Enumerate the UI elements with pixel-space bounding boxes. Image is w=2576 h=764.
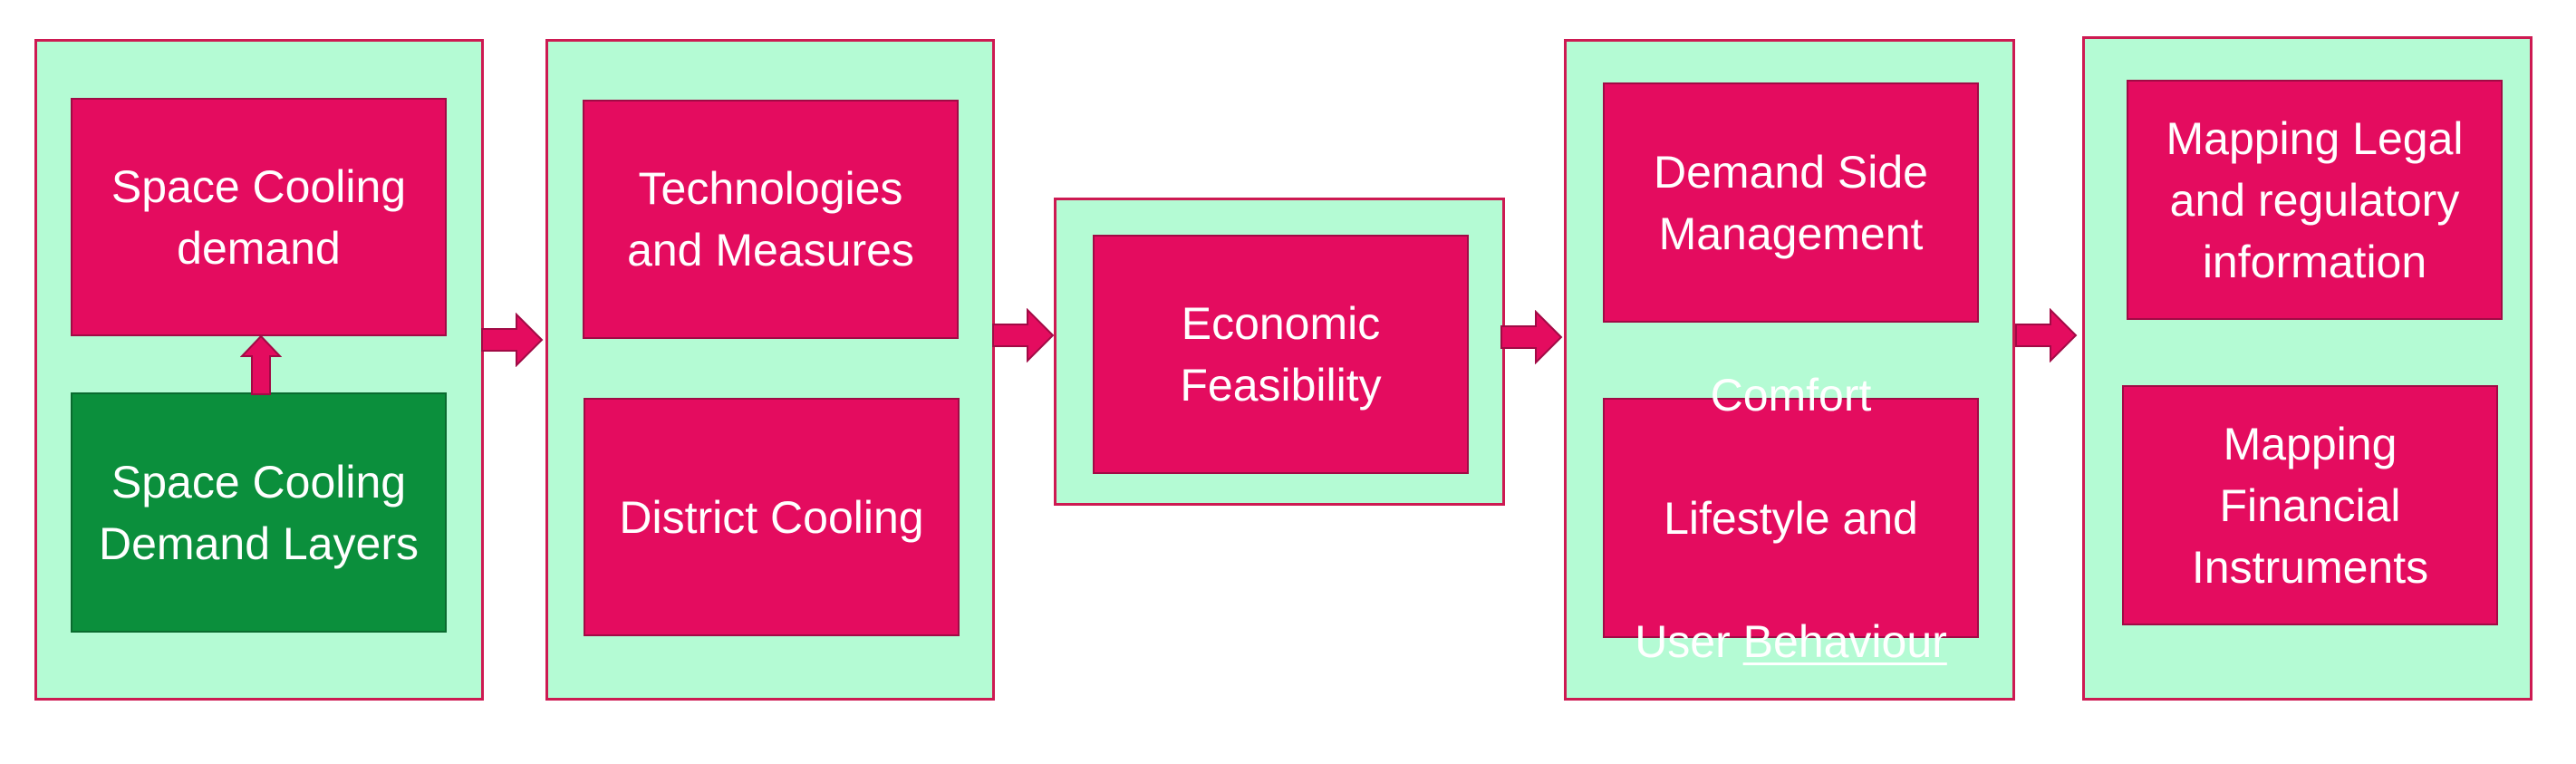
space-cooling-demand-box: Space Cooling demand <box>71 98 447 336</box>
demand-side-management-box: Demand Side Management <box>1603 82 1979 323</box>
comfort-lifestyle-user-behaviour-box: Comfort Lifestyle and User Behaviour <box>1603 370 1979 667</box>
arrow-2-to-3 <box>992 308 1055 363</box>
arrow-3-to-4 <box>1500 310 1563 364</box>
stage-4-panel: Demand Side Management Comfort Lifestyle… <box>1564 39 2015 701</box>
stage-3-panel: Economic Feasibility <box>1054 198 1505 506</box>
lifestyle-line: Lifestyle and <box>1664 492 1918 544</box>
stage-2-panel: Technologies and Measures District Cooli… <box>545 39 995 701</box>
stage-1-panel: Space Cooling demand Space Cooling Deman… <box>34 39 484 701</box>
comfort-lifestyle-text: Comfort Lifestyle and User Behaviour <box>1635 303 1947 734</box>
mapping-legal-regulatory-box: Mapping Legal and regulatory information <box>2127 80 2503 320</box>
comfort-line: Comfort <box>1710 369 1872 421</box>
up-arrow <box>240 334 282 395</box>
arrow-4-to-5 <box>2015 308 2078 363</box>
district-cooling-box: District Cooling <box>584 398 960 636</box>
technologies-and-measures-box: Technologies and Measures <box>583 100 959 339</box>
user-word: User <box>1635 615 1743 667</box>
stage-5-panel: Mapping Legal and regulatory information… <box>2082 36 2533 701</box>
economic-feasibility-box: Economic Feasibility <box>1093 235 1469 474</box>
user-behaviour-line: User Behaviour <box>1635 611 1947 672</box>
mapping-financial-instruments-box: Mapping Financial Instruments <box>2122 385 2498 625</box>
behaviour-word: Behaviour <box>1742 615 1947 667</box>
arrow-1-to-2 <box>481 313 544 367</box>
space-cooling-demand-layers-box: Space Cooling Demand Layers <box>71 392 447 633</box>
